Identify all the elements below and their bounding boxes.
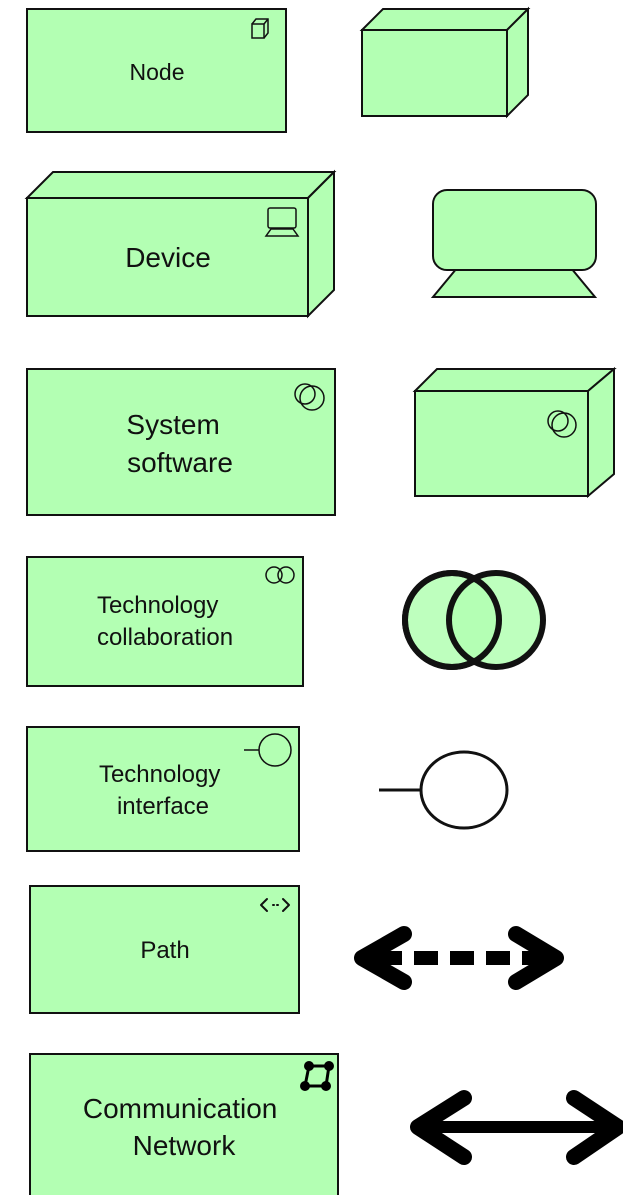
technology-interface-row: Technology interface [26, 726, 509, 852]
collaboration-circles-icon [265, 566, 295, 584]
node-row: Node [26, 6, 531, 133]
node-shape [359, 6, 531, 119]
communication-network-label: Communication Network [83, 1093, 285, 1161]
system-software-row: System software [26, 366, 617, 516]
technology-interface-element[interactable]: Technology interface [26, 726, 300, 852]
device-row: Device [24, 169, 598, 319]
technology-interface-label: Technology interface [99, 761, 227, 820]
technology-collaboration-element[interactable]: Technology collaboration [26, 556, 304, 687]
path-dashed-arrow-shape [354, 926, 564, 990]
network-square-icon [300, 1061, 334, 1091]
communication-network-row: Communication Network [29, 1053, 623, 1195]
network-solid-arrow-shape [410, 1090, 623, 1165]
node-label: Node [130, 59, 185, 85]
technology-collaboration-label: Technology collaboration [97, 592, 233, 651]
device-label: Device [125, 242, 211, 273]
path-element[interactable]: Path [29, 885, 300, 1014]
collaboration-shape [402, 570, 546, 670]
node-cube-icon [251, 18, 269, 39]
system-software-label: System software [126, 409, 232, 478]
device-monitor-icon [264, 207, 300, 237]
path-row: Path [29, 885, 564, 1014]
interface-lollipop-icon [244, 733, 292, 767]
path-dashed-arrows-icon [260, 898, 290, 912]
device-shape [430, 189, 598, 298]
system-software-disc-icon [294, 383, 325, 411]
system-software-element[interactable]: System software [26, 368, 336, 516]
technology-collaboration-row: Technology collaboration [26, 556, 546, 687]
system-software-shape [412, 366, 617, 499]
interface-lollipop-shape [379, 750, 509, 830]
device-element[interactable]: Device [24, 169, 337, 319]
system-software-disc-icon [547, 410, 577, 438]
communication-network-element[interactable]: Communication Network [29, 1053, 339, 1195]
node-element[interactable]: Node [26, 8, 287, 133]
path-label: Path [140, 937, 189, 964]
